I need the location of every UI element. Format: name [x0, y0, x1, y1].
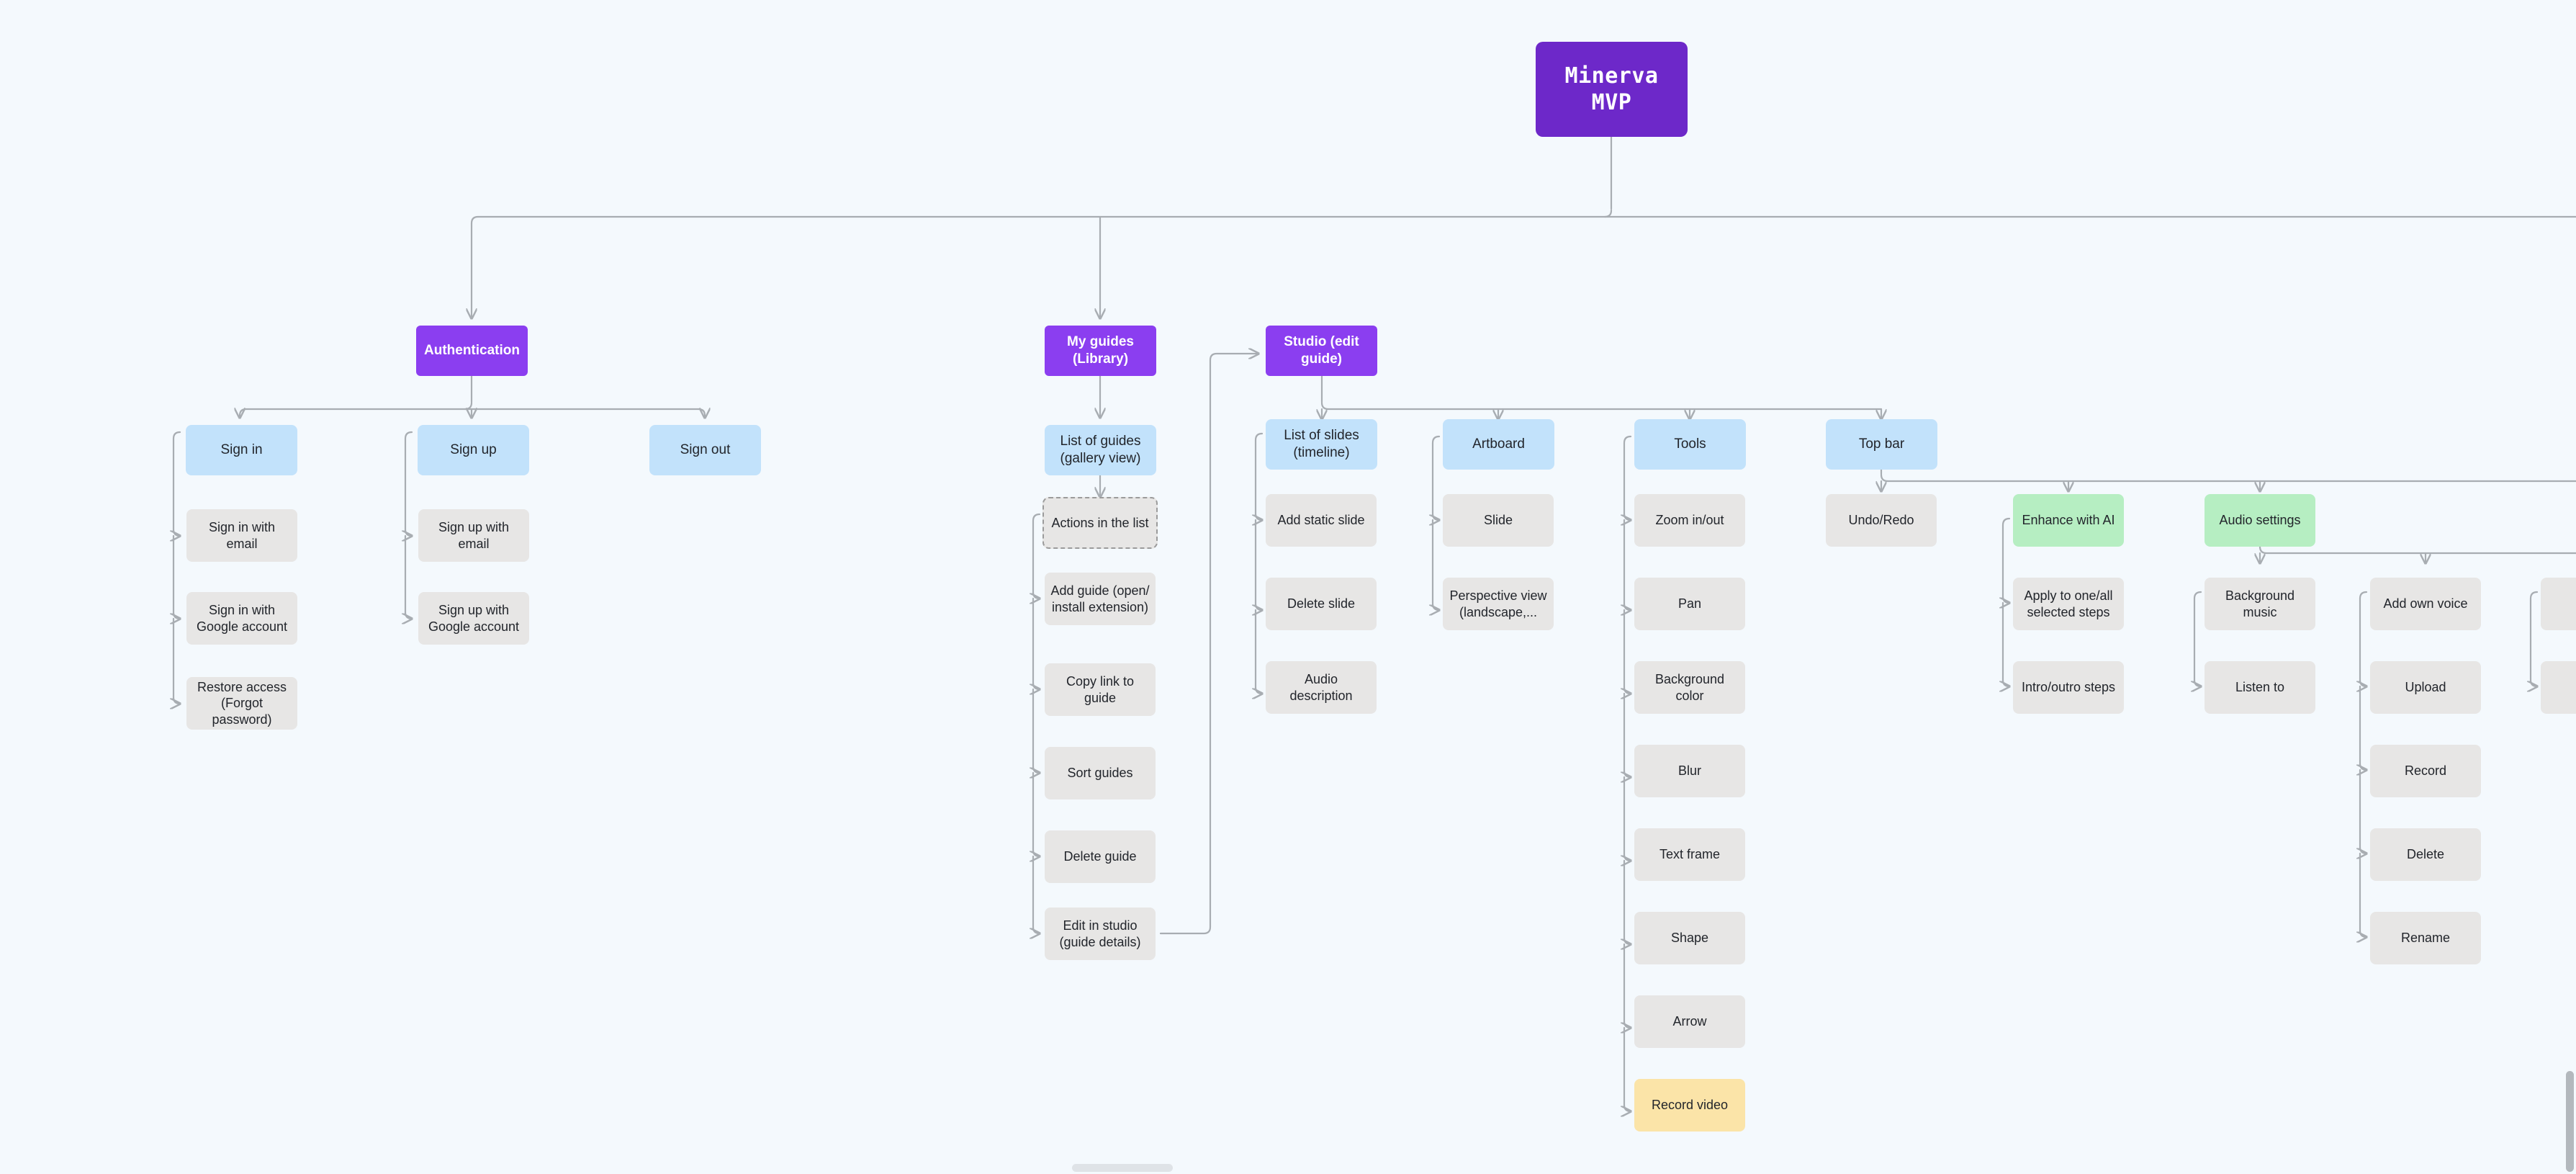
node-blur[interactable]: Blur [1634, 745, 1745, 797]
node-artboard[interactable]: Artboard [1443, 419, 1554, 470]
node-text-frame[interactable]: Text frame [1634, 828, 1745, 881]
node-audio-description[interactable]: Audio description [1266, 661, 1377, 714]
node-zoom-in-out[interactable]: Zoom in/out [1634, 494, 1745, 547]
node-arrow[interactable]: Arrow [1634, 995, 1745, 1048]
node-sign-up-with-email[interactable]: Sign up with email [418, 509, 529, 562]
node-audio-settings[interactable]: Audio settings [2205, 494, 2315, 547]
node-top-bar[interactable]: Top bar [1826, 419, 1937, 470]
node-authentication[interactable]: Authentication [416, 326, 528, 376]
node-listen-to[interactable]: Listen to [2205, 661, 2315, 714]
node-undo-redo[interactable]: Undo/Redo [1826, 494, 1937, 547]
node-delete[interactable]: Delete [2370, 828, 2481, 881]
node-my-guides[interactable]: My guides (Library) [1045, 326, 1156, 376]
node-tools[interactable]: Tools [1634, 419, 1746, 470]
node-sign-in-with-google-account[interactable]: Sign in with Google account [186, 592, 297, 645]
node-sign-up-with-google-account[interactable]: Sign up with Google account [418, 592, 529, 645]
node-intro-outro-steps[interactable]: Intro/outro steps [2013, 661, 2124, 714]
node-add-guide[interactable]: Add guide (open/ install extension) [1045, 573, 1156, 625]
horizontal-scrollbar[interactable] [1072, 1164, 1173, 1172]
node-clipped-preview[interactable]: Previ [2541, 661, 2576, 714]
node-sign-out[interactable]: Sign out [649, 425, 761, 475]
node-rename[interactable]: Rename [2370, 912, 2481, 964]
node-add-static-slide[interactable]: Add static slide [1266, 494, 1377, 547]
node-minerva-mvp[interactable]: Minerva MVP [1536, 42, 1688, 137]
node-list-of-slides[interactable]: List of slides (timeline) [1266, 419, 1377, 470]
node-upload[interactable]: Upload [2370, 661, 2481, 714]
node-sign-up[interactable]: Sign up [418, 425, 529, 475]
node-studio[interactable]: Studio (edit guide) [1266, 326, 1377, 376]
node-clipped-narration[interactable]: N [2541, 578, 2576, 630]
node-delete-slide[interactable]: Delete slide [1266, 578, 1377, 630]
node-perspective-view[interactable]: Perspective view (landscape,... [1443, 578, 1554, 630]
node-record-video[interactable]: Record video [1634, 1079, 1745, 1132]
node-enhance-with-ai[interactable]: Enhance with AI [2013, 494, 2124, 547]
node-apply-to-selected-steps[interactable]: Apply to one/all selected steps [2013, 578, 2124, 630]
node-shape[interactable]: Shape [1634, 912, 1745, 964]
node-sign-in-with-email[interactable]: Sign in with email [186, 509, 297, 562]
node-actions-in-the-list[interactable]: Actions in the list [1042, 497, 1158, 549]
node-pan[interactable]: Pan [1634, 578, 1745, 630]
node-list-of-guides[interactable]: List of guides (gallery view) [1045, 425, 1156, 475]
vertical-scrollbar[interactable] [2566, 1071, 2574, 1172]
node-slide[interactable]: Slide [1443, 494, 1554, 547]
node-add-own-voice[interactable]: Add own voice [2370, 578, 2481, 630]
node-background-color[interactable]: Background color [1634, 661, 1745, 714]
node-background-music[interactable]: Background music [2205, 578, 2315, 630]
node-edit-in-studio[interactable]: Edit in studio (guide details) [1045, 908, 1156, 960]
node-record[interactable]: Record [2370, 745, 2481, 797]
node-copy-link-to-guide[interactable]: Copy link to guide [1045, 663, 1156, 716]
node-sort-guides[interactable]: Sort guides [1045, 747, 1156, 799]
node-sign-in[interactable]: Sign in [186, 425, 297, 475]
node-restore-access[interactable]: Restore access (Forgot password) [186, 677, 297, 730]
node-delete-guide[interactable]: Delete guide [1045, 830, 1156, 883]
